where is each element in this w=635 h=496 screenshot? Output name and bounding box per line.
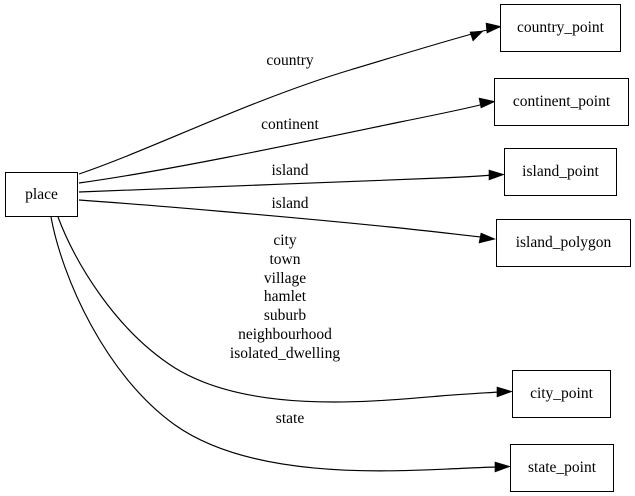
- edge-label-country-line-0: country: [266, 52, 314, 69]
- edge-label-country: country: [266, 52, 313, 70]
- edge-label-city-line-0: city: [273, 232, 297, 249]
- edge-label-state-line-0: state: [275, 410, 305, 427]
- edge-place-to-island-point: [78, 169, 505, 193]
- edge-label-city: city town village hamlet suburb neighbou…: [230, 232, 340, 364]
- edge-place-to-continent-point: [78, 97, 496, 184]
- arrow-head-continent: [478, 97, 496, 109]
- edge-path-state: [50, 216, 499, 472]
- arrow-head-country: [469, 30, 484, 42]
- node-continent-point[interactable]: continent_point: [494, 78, 629, 126]
- edge-label-city-line-4: suburb: [263, 307, 307, 325]
- arrow-head-island-polygon: [478, 232, 496, 244]
- node-state-point[interactable]: state_point: [510, 444, 614, 492]
- edge-label-city-line-6: isolated_dwelling: [229, 344, 341, 362]
- node-island-polygon[interactable]: island_polygon: [496, 219, 631, 267]
- edge-path-continent: [78, 103, 485, 184]
- edge-place-to-state-point: [50, 216, 511, 473]
- edge-label-island-polygon: island: [271, 195, 308, 213]
- edge-label-continent: continent: [261, 116, 319, 134]
- node-city-point-label: city_point: [530, 385, 593, 403]
- edge-label-island-point: island: [271, 162, 308, 180]
- arrow-head-state: [494, 461, 511, 473]
- arrow-head-island-point: [488, 169, 505, 181]
- node-country-point-label: country_point: [517, 19, 604, 37]
- edge-label-city-line-2: village: [263, 269, 307, 287]
- edge-path-island-point: [78, 174, 493, 193]
- edge-label-city-line-3: hamlet: [263, 288, 307, 306]
- edge-place-to-country-point: [78, 22, 502, 175]
- node-city-point[interactable]: city_point: [512, 370, 611, 418]
- edge-path-island-polygon: [78, 199, 482, 238]
- node-island-point-label: island_point: [522, 163, 599, 181]
- edge-place-to-city-point: [57, 216, 513, 403]
- edge-label-state: state: [276, 410, 304, 428]
- node-continent-point-label: continent_point: [512, 93, 611, 111]
- edge-label-continent-line-0: continent: [261, 116, 319, 133]
- node-island-polygon-label: island_polygon: [515, 234, 612, 252]
- edge-label-island-b-line-0: island: [271, 195, 309, 212]
- edge-path-country: [78, 30, 484, 175]
- node-country-point[interactable]: country_point: [500, 4, 621, 52]
- arrow-head-country-tip: [485, 22, 502, 34]
- edge-path-city: [57, 216, 500, 403]
- edge-label-island-a-line-0: island: [271, 162, 309, 179]
- node-island-point[interactable]: island_point: [504, 148, 617, 196]
- edge-label-city-line-5: neighbourhood: [238, 325, 332, 343]
- node-place-label: place: [25, 185, 58, 203]
- node-state-point-label: state_point: [527, 459, 597, 477]
- edge-label-city-line-1: town: [269, 250, 301, 268]
- arrow-head-city: [496, 386, 513, 398]
- edge-place-to-island-polygon: [78, 199, 496, 244]
- node-place[interactable]: place: [5, 172, 78, 217]
